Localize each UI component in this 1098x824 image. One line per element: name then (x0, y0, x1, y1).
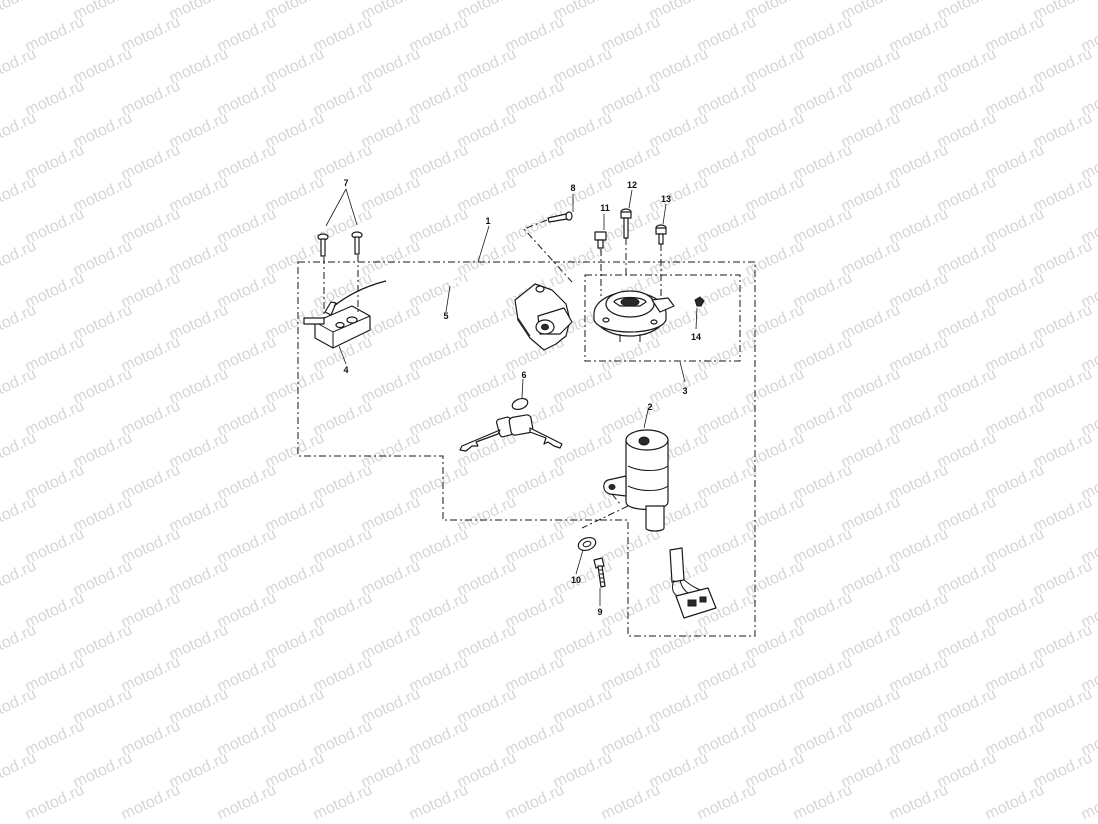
callout-10: 10 (571, 575, 581, 585)
bolt-part-9 (593, 557, 606, 588)
assembly-boundary-outline (297, 261, 756, 637)
callout-6: 6 (521, 370, 526, 380)
watermark-text: motod.ru (0, 430, 39, 472)
screw-part-7b (351, 231, 363, 255)
bolt-part-11 (594, 231, 607, 249)
watermark-text: motod.ru (0, 110, 39, 152)
watermark-text: motod.ru (0, 0, 39, 24)
callout-3: 3 (682, 386, 687, 396)
callout-13: 13 (661, 194, 671, 204)
watermark-text: motod.ru (791, 782, 855, 824)
alignment-lines (323, 219, 662, 529)
bolt-part-12 (620, 208, 632, 239)
seat-lock-part (303, 301, 371, 349)
fuel-cap-part (593, 290, 675, 342)
callout-14: 14 (691, 332, 701, 342)
watermark-text: motod.ru (0, 494, 39, 536)
watermark-text: motod.ru (0, 46, 39, 88)
watermark-text: motod.ru (0, 750, 39, 792)
watermark-text: motod.ru (1079, 782, 1098, 824)
watermark-text: motod.ru (0, 302, 39, 344)
watermark-text: motod.ru (0, 174, 39, 216)
callout-7: 7 (343, 178, 348, 188)
cable-end-lock-part (514, 283, 573, 351)
callout-5: 5 (443, 311, 448, 321)
bolt-part-13 (655, 224, 667, 245)
watermark-text: motod.ru (0, 622, 39, 664)
watermark-text: motod.ru (887, 782, 951, 824)
ignition-switch-part (603, 429, 669, 532)
switch-wiring-connector (669, 547, 717, 619)
callout-11: 11 (600, 203, 610, 213)
watermark-text: motod.ru (0, 686, 39, 728)
watermark-text: motod.ru (311, 782, 375, 824)
leader-lines (325, 188, 698, 606)
watermark-text: motod.ru (23, 782, 87, 824)
screw-part-8 (547, 211, 573, 223)
small-bolt-part-14 (694, 296, 705, 307)
watermark-text: motod.ru (0, 558, 39, 600)
watermark-text: motod.ru (695, 782, 759, 824)
callout-4: 4 (343, 365, 348, 375)
screw-part-7a (317, 233, 329, 257)
callout-8: 8 (570, 183, 575, 193)
watermark-text: motod.ru (407, 782, 471, 824)
lock-cable-part (333, 278, 518, 307)
keys-part (459, 397, 563, 452)
watermark-text: motod.ru (983, 782, 1047, 824)
cap-subassembly-boundary (584, 274, 741, 362)
callout-2: 2 (647, 402, 652, 412)
callout-1: 1 (485, 216, 490, 226)
watermark-text: motod.ru (503, 782, 567, 824)
callout-9: 9 (597, 607, 602, 617)
washer-part-10 (577, 536, 597, 552)
watermark-text: motod.ru (119, 782, 183, 824)
watermark-text: motod.ru (599, 782, 663, 824)
watermark-text: motod.ru (0, 366, 39, 408)
callout-12: 12 (627, 180, 637, 190)
watermark-text: motod.ru (215, 782, 279, 824)
watermark-text: motod.ru (0, 238, 39, 280)
